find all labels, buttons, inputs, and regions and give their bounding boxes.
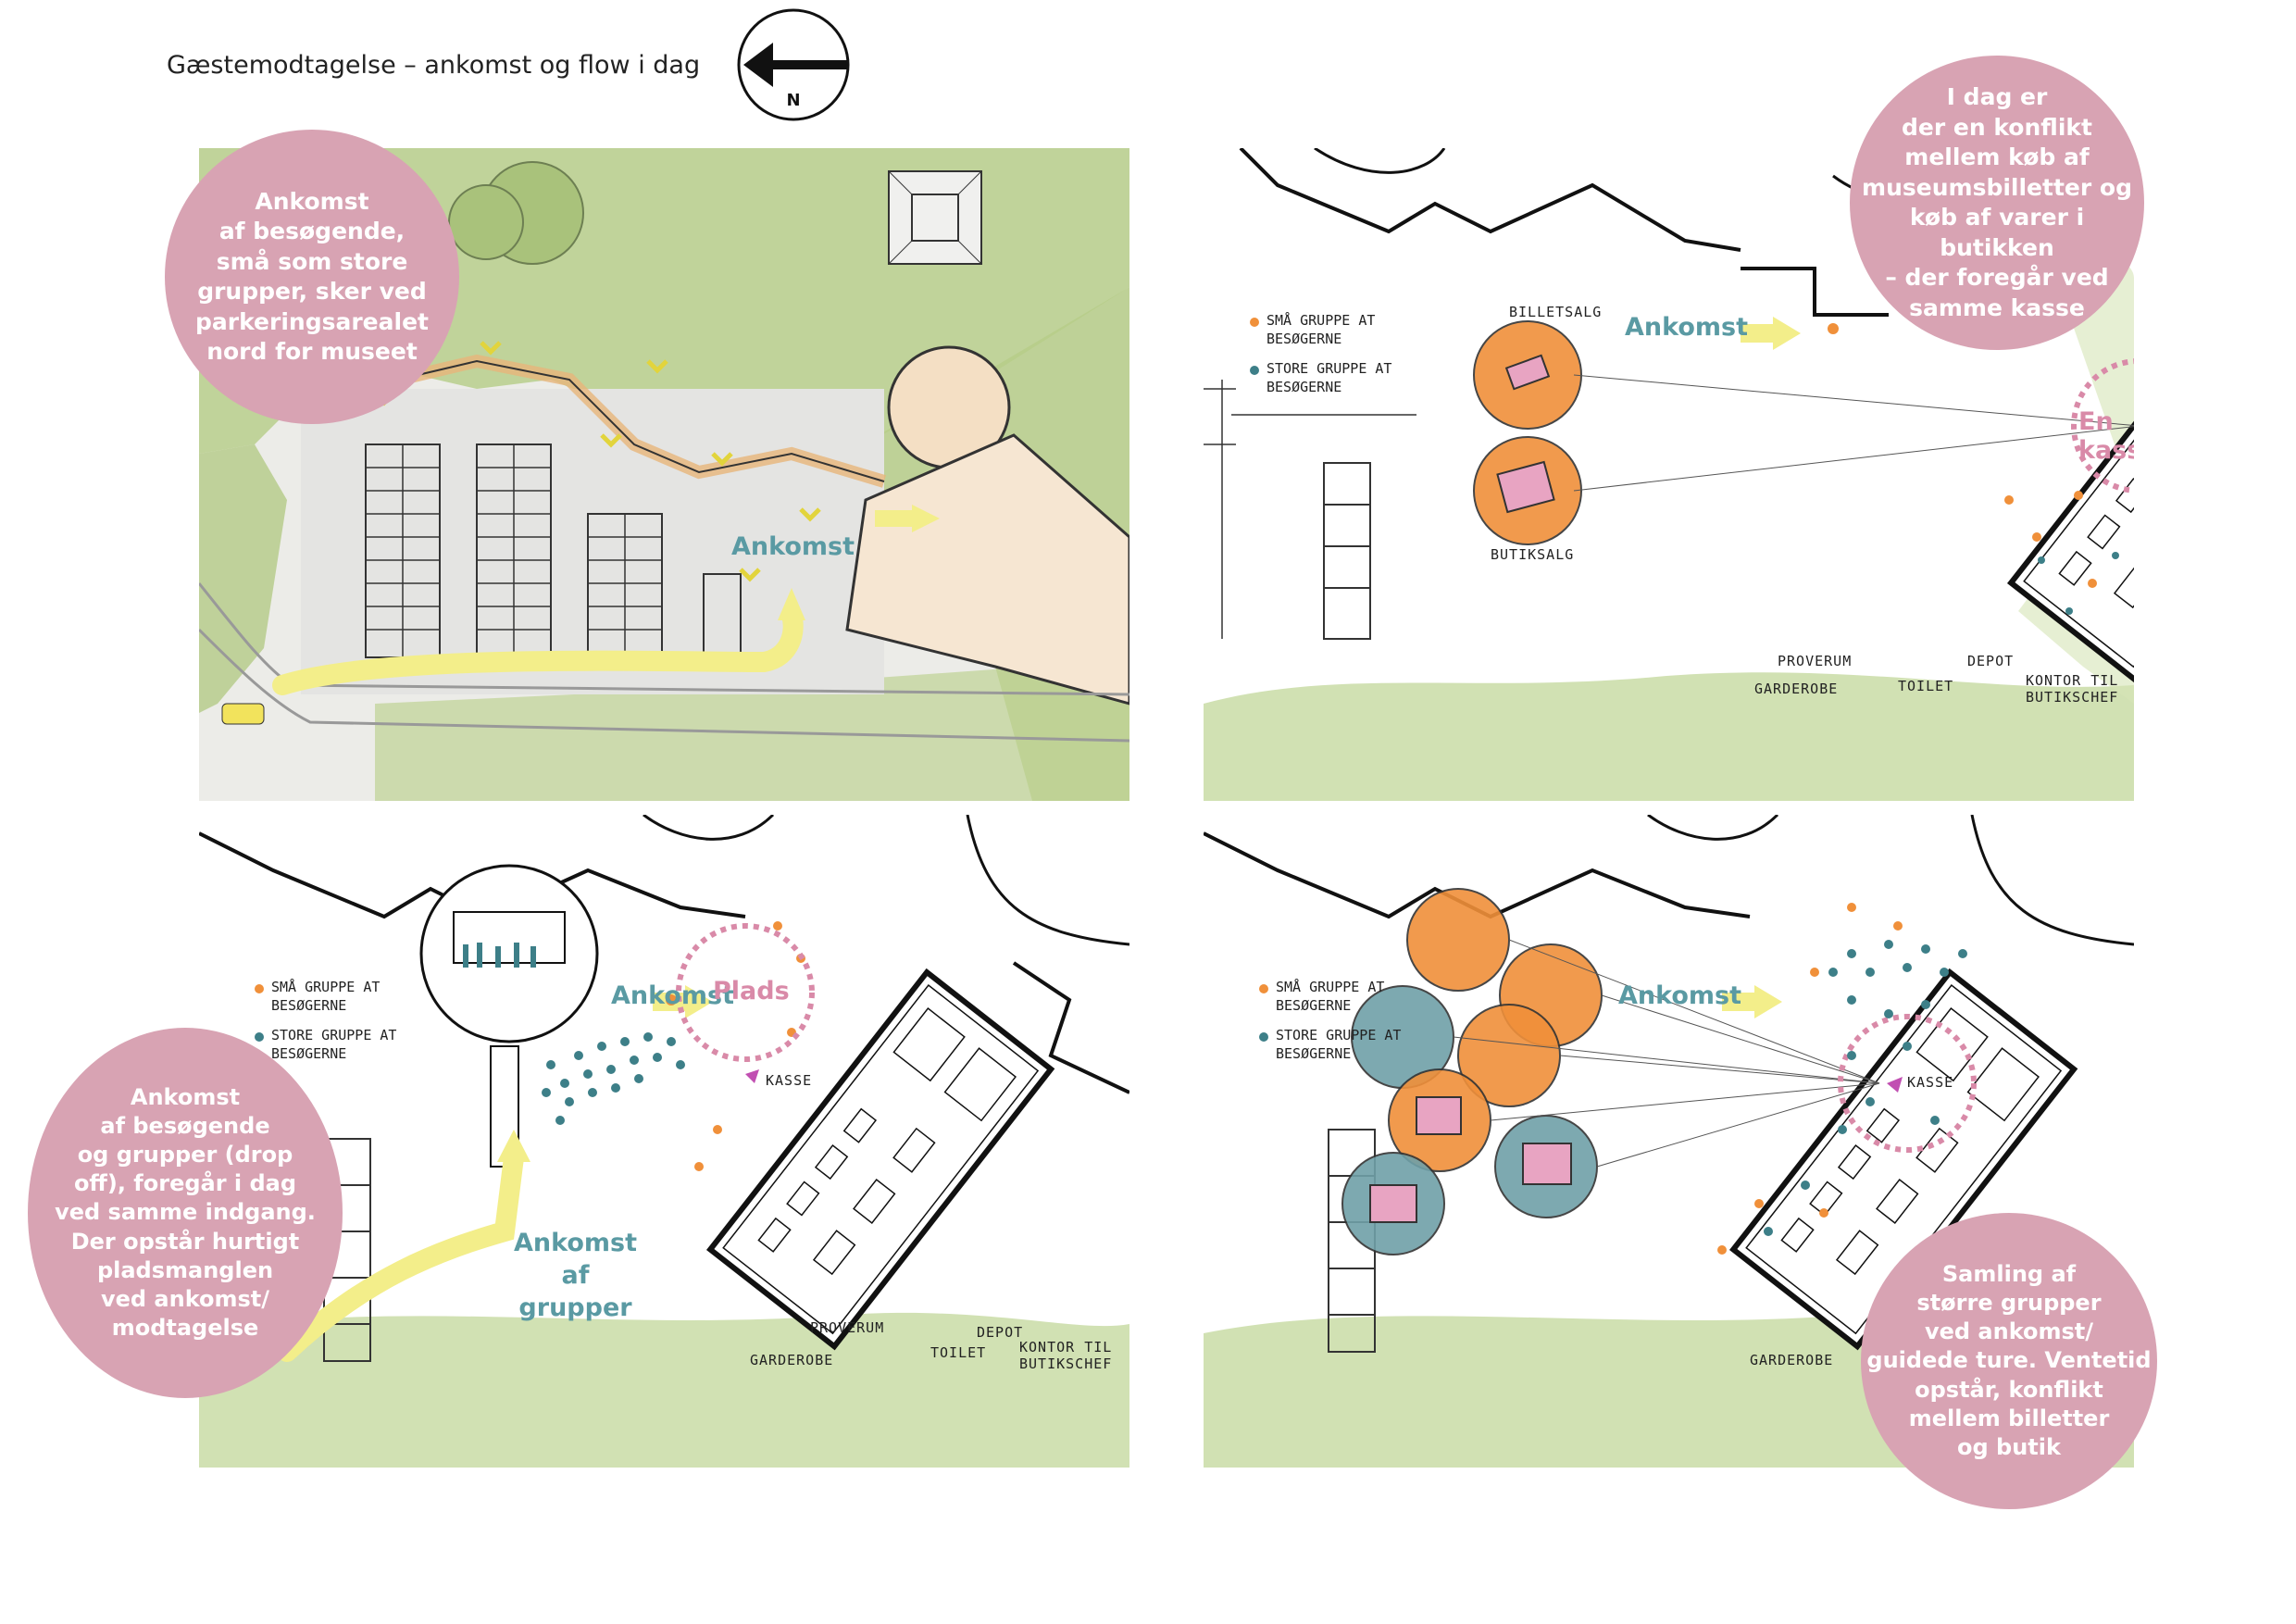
comment-bubble-group-arrival: Ankomst af besøgende og grupper (drop of… — [28, 1028, 343, 1398]
north-arrow-icon: N — [736, 7, 851, 122]
legend-small-groups: SMÅ GRUPPE AT BESØGERNE — [1276, 979, 1385, 1015]
legend-large-groups: STORE GRUPPE AT BESØGERNE — [1267, 360, 1392, 396]
legend-large-groups: STORE GRUPPE AT BESØGERNE — [1276, 1027, 1402, 1063]
arrival-label: Ankomst — [611, 981, 735, 1010]
toilet-label: TOILET — [930, 1344, 987, 1361]
register-label: KASSE — [766, 1072, 813, 1089]
arrival-label: Ankomst — [1625, 313, 1749, 342]
fitting-room-label: PROVERUM — [810, 1319, 885, 1336]
ticket-sales-label: BILLETSALG — [1509, 304, 1603, 320]
legend-small-groups: SMÅ GRUPPE AT BESØGERNE — [271, 979, 381, 1015]
comment-bubble-arrival: Ankomst af besøgende, små som store grup… — [165, 130, 459, 424]
north-label: N — [786, 91, 800, 110]
comment-bubble-conflict: I dag er der en konflikt mellem køb af m… — [1850, 56, 2144, 350]
shop-sales-label: BUTIKSALG — [1491, 546, 1575, 563]
cloakroom-label: GARDEROBE — [1754, 681, 1839, 697]
comment-bubble-gathering: Samling af større grupper ved ankomst/ g… — [1861, 1213, 2157, 1509]
cloakroom-label: GARDEROBE — [1750, 1352, 1834, 1368]
cloakroom-label: GARDEROBE — [750, 1352, 834, 1368]
register-label: En kasse — [2078, 407, 2134, 465]
office-label: KONTOR TIL BUTIKSCHEF — [2026, 672, 2119, 706]
page-title: Gæstemodtagelse – ankomst og flow i dag — [167, 51, 701, 80]
storage-label: DEPOT — [1967, 653, 2015, 669]
toilet-label: TOILET — [1898, 678, 1954, 694]
arrival-label: Ankomst — [1618, 981, 1742, 1010]
group-arrival-panel: SMÅ GRUPPE AT BESØGERNE STORE GRUPPE AT … — [199, 815, 1129, 1468]
fitting-room-label: PROVERUM — [1778, 653, 1853, 669]
legend-small-groups: SMÅ GRUPPE AT BESØGERNE — [1267, 312, 1376, 348]
arrival-label: Ankomst — [731, 532, 855, 561]
group-arrival-label: Ankomst af grupper — [514, 1229, 638, 1323]
space-label: Plads — [713, 977, 790, 1006]
legend-large-groups: STORE GRUPPE AT BESØGERNE — [271, 1027, 397, 1063]
register-label: KASSE — [1907, 1074, 1954, 1091]
storage-label: DEPOT — [977, 1324, 1024, 1341]
office-label: KONTOR TIL BUTIKSCHEF — [1019, 1339, 1113, 1372]
